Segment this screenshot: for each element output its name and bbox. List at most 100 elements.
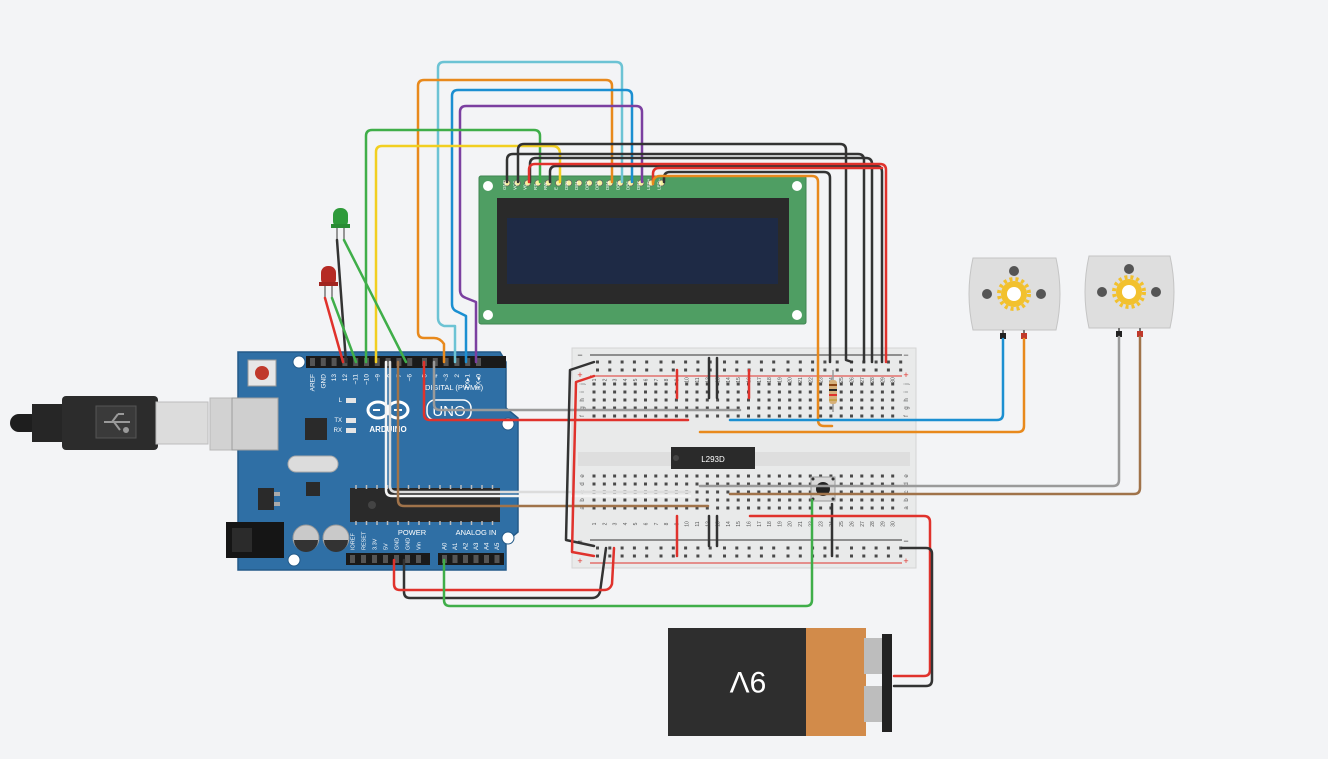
bb-hole[interactable] (798, 382, 802, 386)
rail-hole[interactable] (874, 554, 878, 558)
bb-hole[interactable] (685, 406, 689, 410)
wire-red-lcd[interactable] (527, 162, 888, 364)
bb-hole[interactable] (777, 390, 781, 394)
bb-hole[interactable] (674, 506, 678, 510)
bb-hole[interactable] (808, 498, 812, 502)
bb-hole[interactable] (767, 498, 771, 502)
lcd-pin[interactable] (575, 179, 583, 187)
bb-hole[interactable] (891, 398, 895, 402)
rail-hole[interactable] (886, 368, 890, 372)
rail-hole[interactable] (735, 360, 739, 364)
rail-hole[interactable] (862, 368, 866, 372)
dc-motor-1[interactable] (968, 257, 1061, 339)
bb-hole[interactable] (695, 382, 699, 386)
bb-hole[interactable] (808, 382, 812, 386)
bb-hole[interactable] (850, 382, 853, 386)
rail-hole[interactable] (874, 368, 878, 372)
bb-hole[interactable] (695, 482, 699, 486)
bb-hole[interactable] (850, 390, 853, 394)
bb-hole[interactable] (633, 390, 637, 394)
bb-hole[interactable] (839, 414, 843, 418)
bb-hole[interactable] (592, 406, 596, 410)
rail-hole[interactable] (823, 368, 827, 372)
lcd-pin[interactable] (565, 179, 573, 187)
bb-hole[interactable] (726, 390, 730, 394)
bb-hole[interactable] (839, 382, 843, 386)
bb-hole[interactable] (747, 398, 750, 402)
bb-hole[interactable] (623, 398, 627, 402)
bb-hole[interactable] (716, 406, 720, 410)
wire-white-arduino[interactable] (384, 360, 692, 498)
wire-cyan-lcd[interactable] (436, 60, 624, 364)
header-pin[interactable] (320, 358, 326, 366)
rail-hole[interactable] (759, 546, 763, 550)
bb-hole[interactable] (716, 506, 720, 510)
bb-hole[interactable] (808, 406, 812, 410)
bb-hole[interactable] (654, 382, 658, 386)
rail-hole[interactable] (811, 360, 815, 364)
analog-pin-header[interactable] (438, 553, 504, 565)
header-pin[interactable] (443, 358, 449, 366)
bb-hole[interactable] (726, 474, 730, 478)
bb-hole[interactable] (633, 474, 637, 478)
bb-hole[interactable] (819, 406, 823, 410)
bb-hole[interactable] (602, 390, 606, 394)
bb-hole[interactable] (788, 490, 792, 494)
rail-hole[interactable] (786, 368, 790, 372)
bb-hole[interactable] (633, 506, 637, 510)
header-pin[interactable] (383, 555, 388, 563)
wire-red-rail-left[interactable] (570, 374, 596, 558)
bb-hole[interactable] (777, 474, 781, 478)
bb-hole[interactable] (777, 506, 781, 510)
bb-hole[interactable] (736, 498, 740, 502)
bb-hole[interactable] (644, 474, 647, 478)
header-pin[interactable] (432, 358, 438, 366)
bb-hole[interactable] (788, 498, 792, 502)
bb-hole[interactable] (664, 390, 668, 394)
rail-hole[interactable] (874, 360, 878, 364)
wire-blue-lcd[interactable] (450, 88, 634, 364)
bb-hole[interactable] (850, 406, 853, 410)
bb-hole[interactable] (860, 390, 864, 394)
rail-hole[interactable] (862, 554, 866, 558)
bb-hole[interactable] (726, 382, 730, 386)
wire-black-lcd-3[interactable] (528, 156, 874, 364)
rail-hole[interactable] (786, 554, 790, 558)
bb-hole[interactable] (613, 398, 617, 402)
rail-hole[interactable] (723, 360, 726, 364)
bb-hole[interactable] (602, 506, 606, 510)
bb-hole[interactable] (654, 498, 658, 502)
reset-button[interactable] (247, 359, 277, 387)
bb-hole[interactable] (757, 474, 761, 478)
rail-hole[interactable] (735, 546, 739, 550)
bb-hole[interactable] (654, 398, 658, 402)
bb-hole[interactable] (592, 390, 596, 394)
bb-hole[interactable] (716, 398, 720, 402)
bb-hole[interactable] (798, 390, 802, 394)
bb-hole[interactable] (808, 414, 812, 418)
bb-hole[interactable] (839, 406, 843, 410)
rail-hole[interactable] (759, 554, 763, 558)
wire-black-rail-left[interactable] (564, 360, 596, 548)
bb-hole[interactable] (705, 406, 709, 410)
bb-hole[interactable] (870, 474, 874, 478)
bb-hole[interactable] (613, 506, 617, 510)
wire-red-arduino-rail[interactable] (422, 360, 690, 422)
bb-hole[interactable] (747, 406, 750, 410)
rail-hole[interactable] (645, 554, 649, 558)
rail-hole[interactable] (747, 360, 751, 364)
bb-hole[interactable] (602, 382, 606, 386)
bb-hole[interactable] (623, 390, 627, 394)
wire-gray-arduino[interactable] (432, 360, 742, 412)
rail-hole[interactable] (659, 368, 663, 372)
bb-hole[interactable] (747, 506, 750, 510)
wire-orange-arduino[interactable] (396, 360, 710, 508)
bb-hole[interactable] (705, 414, 709, 418)
rail-hole[interactable] (798, 554, 802, 558)
bb-hole[interactable] (664, 482, 668, 486)
bb-hole[interactable] (808, 482, 812, 486)
bb-hole[interactable] (736, 382, 740, 386)
bb-hole[interactable] (757, 406, 761, 410)
dc-power-jack[interactable] (226, 522, 284, 558)
